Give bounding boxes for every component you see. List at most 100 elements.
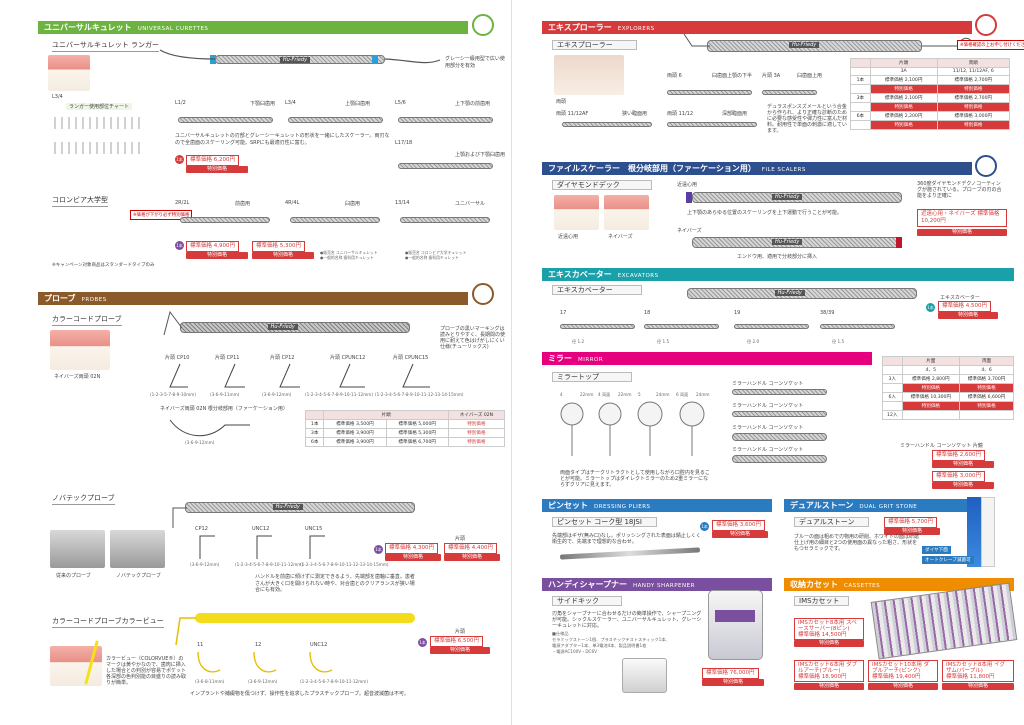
pincette-title: ピンセット コーク型 18JSI [552, 517, 657, 527]
photo-conventional [50, 530, 105, 568]
file-photo-1 [554, 195, 599, 230]
chart-label: ランガー使用部位チャート [66, 103, 132, 110]
sharpener-special-price: 特別価格 [702, 679, 764, 686]
columbia-std-price-2: 標準価格 5,300円 [252, 241, 305, 252]
nabers-scale: (3-6-9-12mm) [185, 440, 215, 445]
excavator-price-title: エキスカベーター [940, 295, 980, 301]
file-mesiodistal-handle: Hu-Friedy [692, 192, 902, 203]
explorer-label-6: 両頭 6 [667, 73, 682, 79]
probe-icon [472, 283, 494, 305]
universal-std-price: 標準価格 6,200円 [186, 155, 239, 166]
curette-tips [159, 49, 441, 64]
novatech-std-price-1: 標準価格 4,300円 [385, 543, 438, 554]
universal-lunger-title: ユニバーサルキュレット ランガー [52, 40, 159, 52]
price-badge: 1本 [700, 522, 709, 531]
file-photo-1-label: 近遠心用 [558, 234, 579, 240]
price-badge: 1本 [926, 303, 935, 312]
scale-cp12: (3-6-9-12mm) [262, 392, 292, 397]
colorcode-description: プローブの黒いマーキングは読みとりやすく、長期間の使用に耐えて色はげがしにくい仕… [440, 326, 506, 350]
mirror-tops [560, 401, 705, 456]
columbia-label-1314: 13/14 [395, 200, 410, 206]
scale-cp11: (3-6-9-11mm) [210, 392, 240, 397]
sharpener-spec-3: ・電源AC100V・DC6V [552, 649, 597, 654]
novatech-unc12: UNC12 [252, 526, 270, 532]
mirror-size-4-mm: 22mm [580, 392, 594, 397]
mirror-handle-label-2: ミラーハンドル コーンソケット [732, 403, 804, 409]
excavator-3839-size: 径 1.5 [832, 339, 845, 344]
section-title: ピンセット [548, 501, 588, 510]
columbia-label-universal: ユニバーサル [455, 201, 485, 207]
mirror-description: 両面タイプはチークリトラクトとして使用しながら口腔内を見ることが可能。ミラートッ… [560, 470, 710, 488]
excavator-18: 18 [644, 310, 651, 316]
mirror-size-6d: 6 両面 [676, 392, 689, 397]
columbia-label-4r4l: 4R/4L [285, 200, 300, 206]
explorer-label-6-desc: 臼歯面上顎の下半 [712, 73, 753, 79]
sharpener-title: サイドキック [552, 596, 622, 606]
novatech-description: ハンドルを前歯に傾けずに測定できるよう、先端部を歯軸に垂直。患者さんが大きく口を… [255, 574, 415, 593]
photo-novatech-label: ノバテックプローブ [116, 573, 161, 579]
excavator-title: エキスカベーター [552, 285, 642, 295]
novatech-std-price-2: 標準価格 4,400円 [444, 543, 497, 554]
excavator-std-price: 標準価格 4,500円 [938, 301, 991, 312]
colorview-title: カラーコードプローブカラービュー [52, 616, 164, 628]
section-header-file-scalers: ファイルスケーラー 根分岐部用（ファーケーション用）FILE SCALERS [542, 162, 972, 175]
explorer-label-1112-desc: 深部臨面用 [722, 111, 748, 117]
excavator-19-size: 径 2.0 [747, 339, 760, 344]
teeth-photo [48, 55, 90, 91]
explorer-label-1112af: 両頭 11/12AF [556, 111, 589, 117]
colorview-price-head: 片頭 [455, 629, 466, 635]
columbia-std-price-1: 標準価格 4,900円 [186, 241, 239, 252]
excavator-18-img [644, 324, 719, 329]
explorer-title: エキスプローラー [552, 40, 637, 50]
mirror-top-title: ミラートップ [552, 372, 632, 382]
section-title-en: FILE SCALERS [761, 167, 806, 173]
mirror-handle-label-4: ミラーハンドル コーンソケット [732, 447, 804, 453]
handle-special-price-2: 特別価格 [932, 482, 994, 489]
colorcode-title: カラーコードプローブ [52, 314, 122, 326]
scale-cp10: (1-2-3-5-7-8-9-10mm) [150, 392, 196, 397]
colorview-special-price: 特別価格 [430, 647, 490, 654]
probe-cp12: 片頭 CP12 [270, 355, 295, 361]
colorview-description: カラービュー（COLORVUE®）のマークは黄やかなので、歯肉に挿入した場合との… [106, 656, 187, 686]
sharpener-device-image [708, 590, 763, 660]
section-title: エキスプローラー [548, 23, 612, 32]
colorview-footnote: インプラントや補綴物を傷つけず、操作性を追求したプラスチックプローブ。超音波滅菌… [190, 691, 409, 697]
explorer-description: デュラスポンスズメールという合金から作られ、より正確な診断のために必要な感受性や… [767, 104, 848, 134]
columbia-label-posterior: 臼歯用 [345, 201, 361, 207]
curette-icon [472, 14, 494, 36]
file-std-price: 近遠心用・ネイバーズ 標準価格 10,200円 [917, 209, 1007, 227]
section-title-en: CASSETTES [844, 583, 881, 589]
curette-l56 [398, 117, 493, 123]
label-l12: L1/2 [175, 100, 186, 106]
columbia-label-2r2l: 2R/2L [175, 200, 190, 206]
excavator-3839: 38/39 [820, 310, 835, 316]
section-title-en: DUAL GRIT STONE [859, 504, 918, 510]
mirror-handle-label-1: ミラーハンドル コーンソケット [732, 381, 804, 387]
section-title: ユニバーサルキュレット [44, 23, 132, 32]
novatech-title: ノバテックプローブ [52, 493, 115, 505]
dual-stone-image-white [981, 497, 995, 567]
stone-tag-1: ダイヤ下面 [922, 546, 951, 554]
gum-photo-label: ネイバーズ両頭 02N [54, 374, 101, 380]
explorer-note: ※価格確認の上お申し付けください [957, 40, 1024, 50]
file-scaler-title: ダイヤモンドデック [552, 180, 652, 190]
cassette-special-price-4: 特別価格 [942, 683, 1014, 690]
explorer-handle: Hu-Friedy [707, 40, 922, 52]
excavator-17: 17 [560, 310, 567, 316]
colorview-scale-12: (3-6-9-12mm) [248, 679, 278, 684]
cassette-price-1: IMSカセット8本用 スペースサーバー(8ピン)標準価格 14,500円 [794, 618, 864, 640]
sharpener-device-band [715, 610, 755, 622]
colorview-probe-handle [195, 613, 415, 623]
file-special-price: 特別価格 [917, 229, 1007, 236]
sharpener-spec-head: ■仕様品 [552, 631, 569, 636]
mirror-handle-2 [732, 411, 827, 417]
